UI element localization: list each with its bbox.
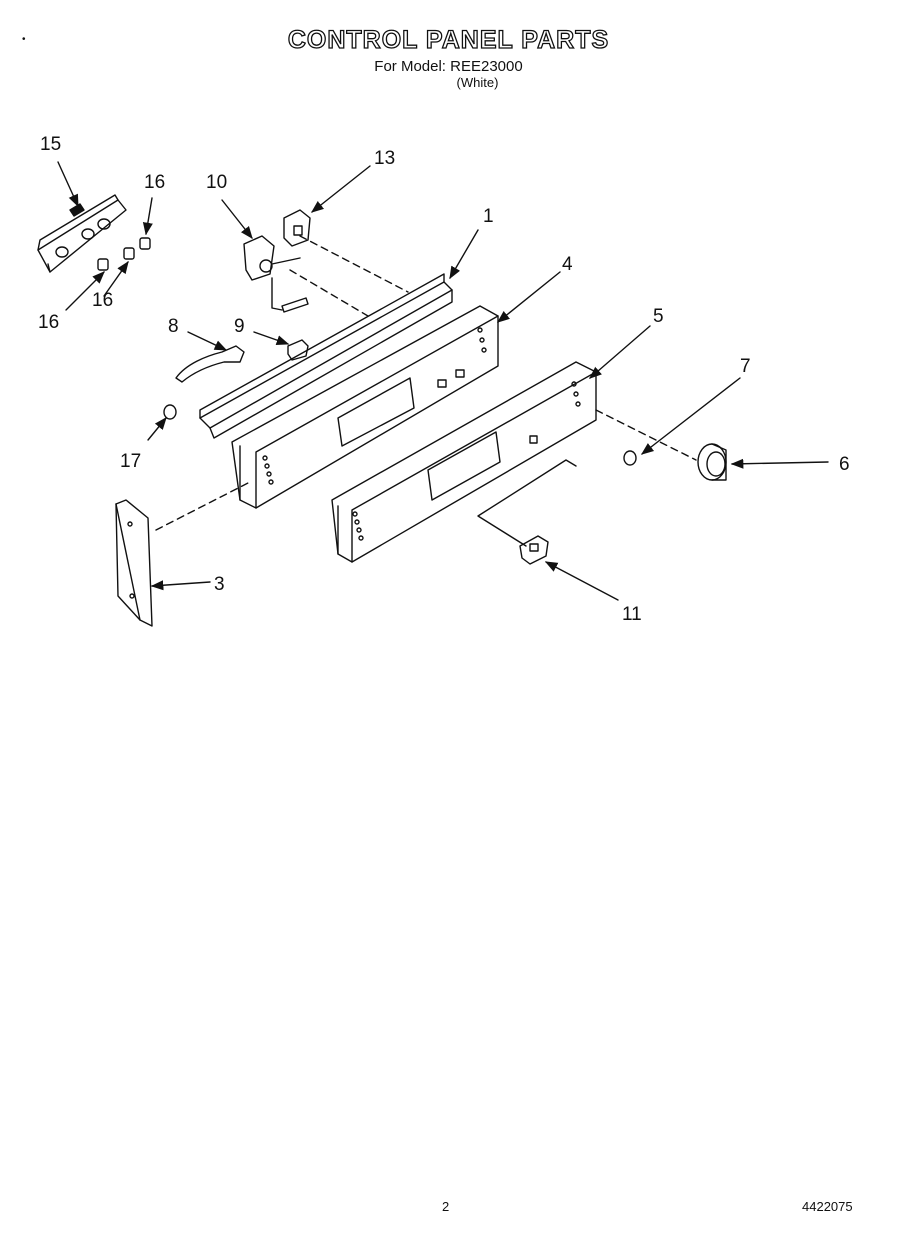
part-5-panel: [331, 361, 597, 563]
callout-9: 9: [234, 316, 245, 337]
part-7-knob: [623, 450, 637, 466]
callout-16-top: 16: [144, 172, 165, 193]
stray-mark: •: [22, 34, 26, 45]
callout-13: 13: [374, 148, 395, 169]
part-10-switch: [243, 235, 309, 313]
page-title: CONTROL PANEL PARTS: [287, 25, 610, 54]
callout-10: 10: [206, 172, 227, 193]
callout-15: 15: [40, 134, 61, 155]
part-11-switch: [519, 535, 549, 565]
callout-1: 1: [483, 206, 494, 227]
callout-17: 17: [120, 451, 141, 472]
callout-3: 3: [214, 574, 225, 595]
callout-16-bottom: 16: [38, 312, 59, 333]
model-line: For Model: REE23000: [374, 58, 523, 75]
callout-4: 4: [562, 254, 573, 275]
color-line: (White): [456, 75, 499, 90]
callout-16-middle: 16: [92, 290, 113, 311]
part-17-button: [163, 404, 177, 420]
part-9-block: [287, 339, 309, 361]
callout-6: 6: [839, 454, 850, 475]
part-16-clips: [97, 237, 151, 271]
part-8-clip: [175, 345, 245, 383]
callout-11: 11: [622, 604, 642, 625]
leader-arrows: [57, 161, 829, 601]
callout-8: 8: [168, 316, 179, 337]
part-1-channel: [199, 273, 453, 439]
part-4-console: [231, 305, 499, 509]
callout-numbers: 1 3 4 5 6 7 8 9 10 11 13 15 16 16 16 17: [38, 134, 850, 625]
page-number: 2: [442, 1199, 450, 1214]
callout-7: 7: [740, 356, 751, 377]
callout-5: 5: [653, 306, 664, 327]
alignment-lines: [155, 235, 697, 531]
part-13-receptacle: [283, 209, 311, 247]
part-3-endcap: [115, 499, 153, 627]
header: CONTROL PANEL PARTS For Model: REE23000 …: [0, 25, 897, 90]
document-code: 4422075: [802, 1199, 853, 1214]
part-15-switch-bracket: [37, 194, 127, 273]
part-11-guide: [477, 459, 577, 547]
part-6-knob: [697, 443, 727, 481]
